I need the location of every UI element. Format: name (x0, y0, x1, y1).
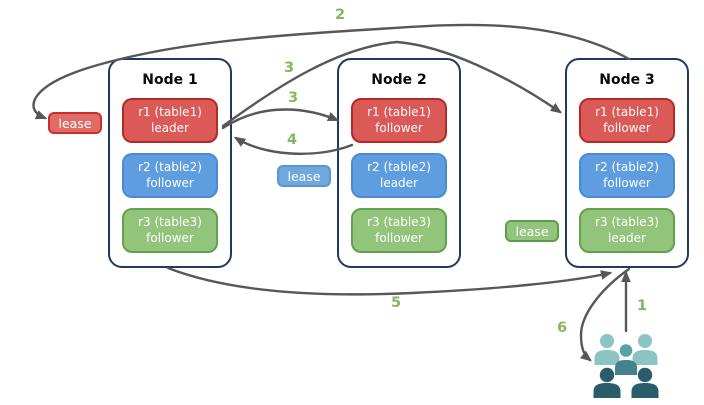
replica-role: follower (603, 120, 651, 135)
replica-role: leader (607, 230, 646, 245)
step-label-3b: 3 (287, 90, 299, 106)
node1-replica-r1: r1 (table1) leader (122, 98, 218, 143)
node3-replica-r2: r2 (table2) follower (579, 153, 675, 198)
node3-title: Node 3 (599, 72, 655, 88)
replica-name: r3 (table3) (595, 214, 659, 229)
node2-replica-r2: r2 (table2) leader (351, 153, 447, 198)
replica-role: follower (146, 230, 194, 245)
replica-name: r3 (table3) (138, 214, 202, 229)
node1-replica-r3: r3 (table3) follower (122, 208, 218, 253)
node3-replica-r1: r1 (table1) follower (579, 98, 675, 143)
node1-replica-r2: r2 (table2) follower (122, 153, 218, 198)
replica-role: follower (375, 230, 423, 245)
arrow-step-3-to-node2 (221, 108, 340, 130)
replica-name: r2 (table2) (595, 159, 659, 174)
step-label-5: 5 (390, 295, 402, 311)
node2-replica-r3: r3 (table3) follower (351, 208, 447, 253)
users-icon (593, 334, 659, 398)
step-label-2: 2 (334, 7, 346, 23)
users-front-row (593, 367, 659, 398)
replica-name: r2 (table2) (367, 159, 431, 174)
step-label-6: 6 (556, 320, 568, 336)
arrow-step-5 (166, 266, 613, 296)
replica-name: r1 (table1) (138, 104, 202, 119)
replica-name: r1 (table1) (595, 104, 659, 119)
replica-role: leader (379, 175, 418, 190)
node1-title: Node 1 (142, 72, 198, 88)
node1-box: Node 1 r1 (table1) leader r2 (table2) fo… (108, 58, 232, 268)
lease-badge-green: lease (505, 220, 559, 242)
step-label-3a: 3 (283, 60, 295, 76)
lease-badge-blue: lease (277, 165, 331, 187)
node3-replica-r3: r3 (table3) leader (579, 208, 675, 253)
lease-badge-red: lease (48, 112, 102, 134)
node2-replica-r1: r1 (table1) follower (351, 98, 447, 143)
node3-box: Node 3 r1 (table1) follower r2 (table2) … (565, 58, 689, 268)
step-label-1: 1 (636, 298, 648, 314)
replica-role: follower (375, 120, 423, 135)
replica-name: r3 (table3) (367, 214, 431, 229)
replica-name: r1 (table1) (367, 104, 431, 119)
replica-name: r2 (table2) (138, 159, 202, 174)
node2-box: Node 2 r1 (table1) follower r2 (table2) … (337, 58, 461, 268)
replica-role: follower (603, 175, 651, 190)
replica-role: follower (146, 175, 194, 190)
node2-title: Node 2 (371, 72, 427, 88)
step-label-4: 4 (286, 132, 298, 148)
replica-role: leader (150, 120, 189, 135)
